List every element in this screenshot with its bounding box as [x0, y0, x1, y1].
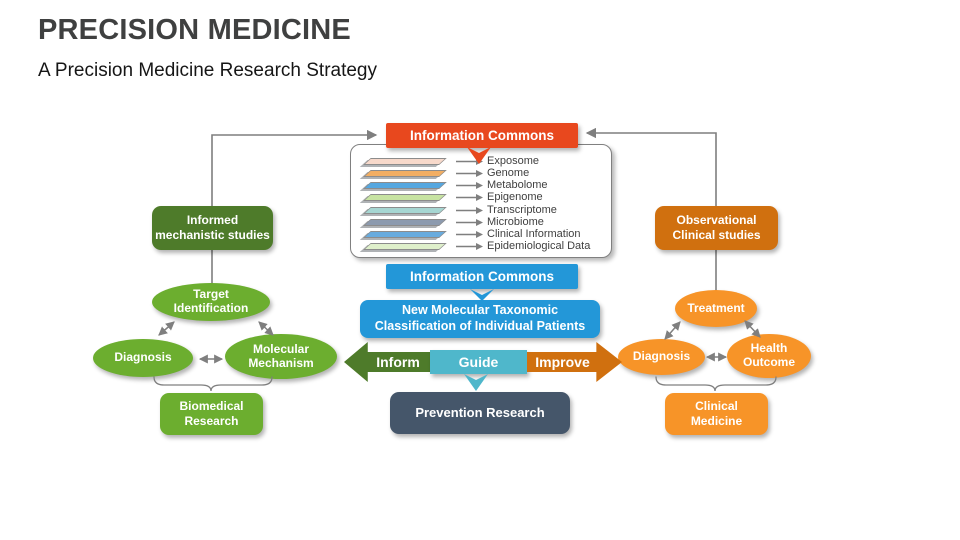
data-layer-row: Epigenome [359, 191, 607, 203]
layer-label: Epigenome [487, 191, 543, 203]
layer-plate-icon [363, 181, 447, 189]
data-layer-row: Exposome [359, 155, 607, 167]
slide-subtitle: A Precision Medicine Research Strategy [38, 60, 377, 81]
inform-arrow: Inform [344, 342, 432, 382]
information-commons-mid-box: Information Commons [386, 264, 578, 289]
prevention-research-box: Prevention Research [390, 392, 570, 434]
arrow-right-icon [456, 157, 483, 165]
arrow-right-icon [456, 218, 483, 226]
information-commons-top-box: Information Commons [386, 123, 578, 148]
arrow-right-icon [456, 206, 483, 214]
brace-right-icon [655, 376, 777, 392]
slide-title: PRECISION MEDICINE [38, 14, 351, 46]
double-arrow-icon [664, 321, 681, 340]
ellipse-molecular-mechanism: Molecular Mechanism [225, 334, 337, 379]
brace-left-icon [153, 376, 273, 392]
biomedical-research-box: Biomedical Research [160, 393, 263, 435]
data-layer-row: Microbiome [359, 216, 607, 228]
layer-plate-icon [363, 206, 447, 214]
arrow-right-icon [456, 230, 483, 238]
ellipse-health-outcome: Health Outcome [727, 334, 811, 378]
arrow-right-icon [456, 193, 483, 201]
arrow-right-icon [456, 181, 483, 189]
arrow-right-icon [456, 169, 483, 177]
layer-label: Genome [487, 167, 530, 179]
informed-mechanistic-studies-box: Informed mechanistic studies [152, 206, 273, 250]
layer-plate-icon [363, 169, 447, 177]
down-chevron-teal-icon [464, 374, 488, 391]
layer-label: Exposome [487, 155, 539, 167]
data-layer-row: Transcriptome [359, 204, 607, 216]
ellipse-diagnosis-left: Diagnosis [93, 339, 193, 377]
layer-plate-icon [363, 242, 447, 250]
data-layer-row: Clinical Information [359, 228, 607, 240]
clinical-medicine-box: Clinical Medicine [665, 393, 768, 435]
ellipse-target-identification: Target Identification [152, 283, 270, 321]
data-layer-row: Metabolome [359, 179, 607, 191]
layer-label: Metabolome [487, 179, 548, 191]
ellipse-diagnosis-right: Diagnosis [618, 339, 705, 375]
data-layer-row: Genome [359, 167, 607, 179]
double-arrow-icon [258, 321, 274, 336]
observational-clinical-studies-box: Observational Clinical studies [655, 206, 778, 250]
improve-arrow: Improve [527, 342, 622, 382]
layer-label: Microbiome [487, 216, 544, 228]
layer-label: Epidemiological Data [487, 240, 591, 252]
layer-plate-icon [363, 230, 447, 238]
new-taxonomy-box: New Molecular Taxonomic Classification o… [360, 300, 600, 338]
data-layer-row: Epidemiological Data [359, 240, 607, 252]
layer-plate-icon [363, 218, 447, 226]
layer-plate-icon [363, 157, 447, 165]
guide-arrow: Guide [430, 350, 527, 374]
layer-label: Clinical Information [487, 228, 581, 240]
layer-label: Transcriptome [487, 204, 557, 216]
double-arrow-icon [158, 321, 175, 336]
ellipse-treatment: Treatment [675, 290, 757, 327]
arrow-right-icon [456, 242, 483, 250]
omics-stack-panel: Exposome Genome Metabolome Epigenome Tra… [350, 144, 612, 258]
layer-plate-icon [363, 193, 447, 201]
